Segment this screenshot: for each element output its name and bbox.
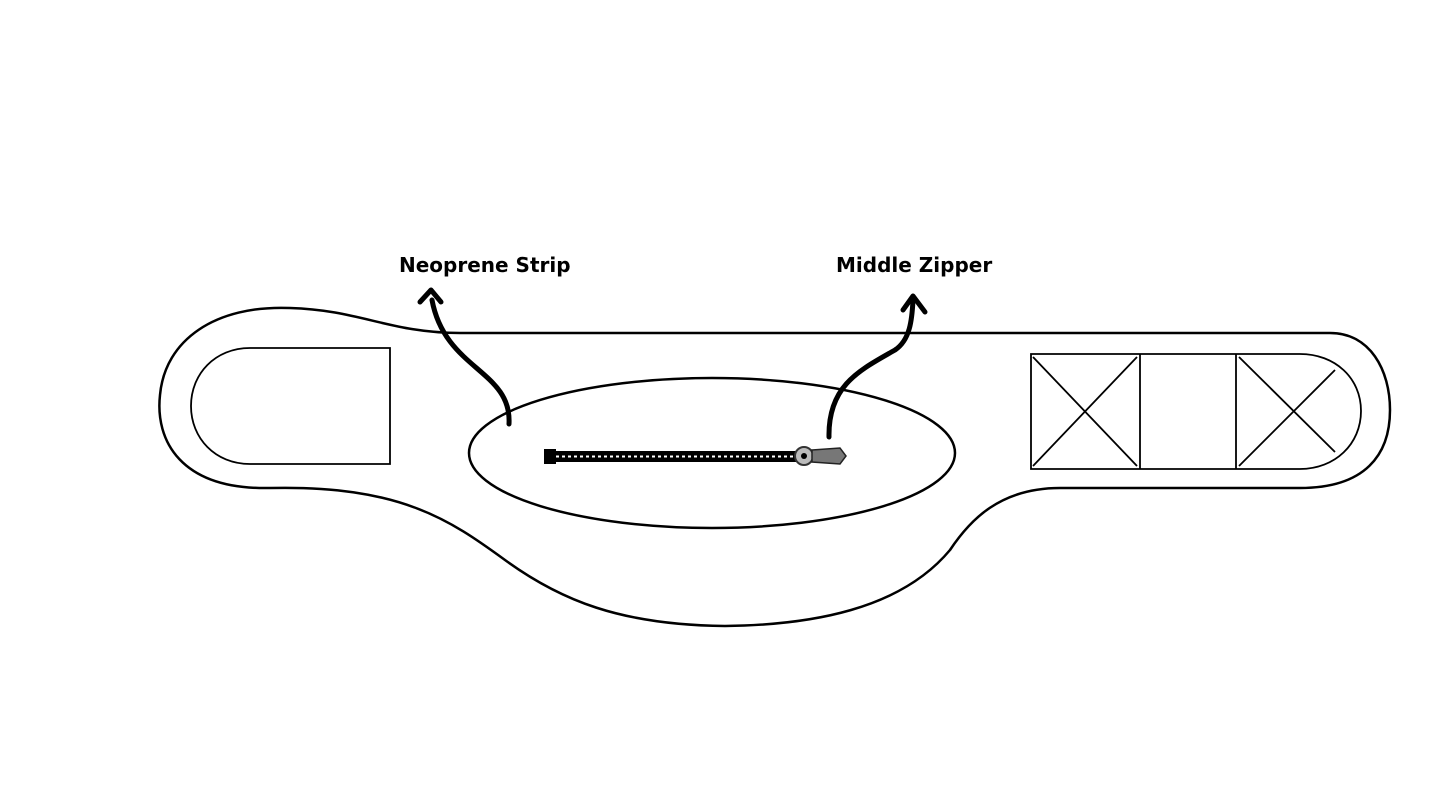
left-pocket [190, 347, 391, 465]
right-panels [1030, 353, 1362, 470]
belt-outline [158, 306, 1392, 628]
zipper-arrow-icon [826, 293, 928, 440]
neoprene-strip [467, 376, 957, 530]
neoprene-arrow-icon [417, 287, 512, 427]
neoprene-strip-label: Neoprene Strip [399, 253, 571, 277]
middle-zipper-label: Middle Zipper [836, 253, 993, 277]
zipper-icon [544, 446, 847, 466]
